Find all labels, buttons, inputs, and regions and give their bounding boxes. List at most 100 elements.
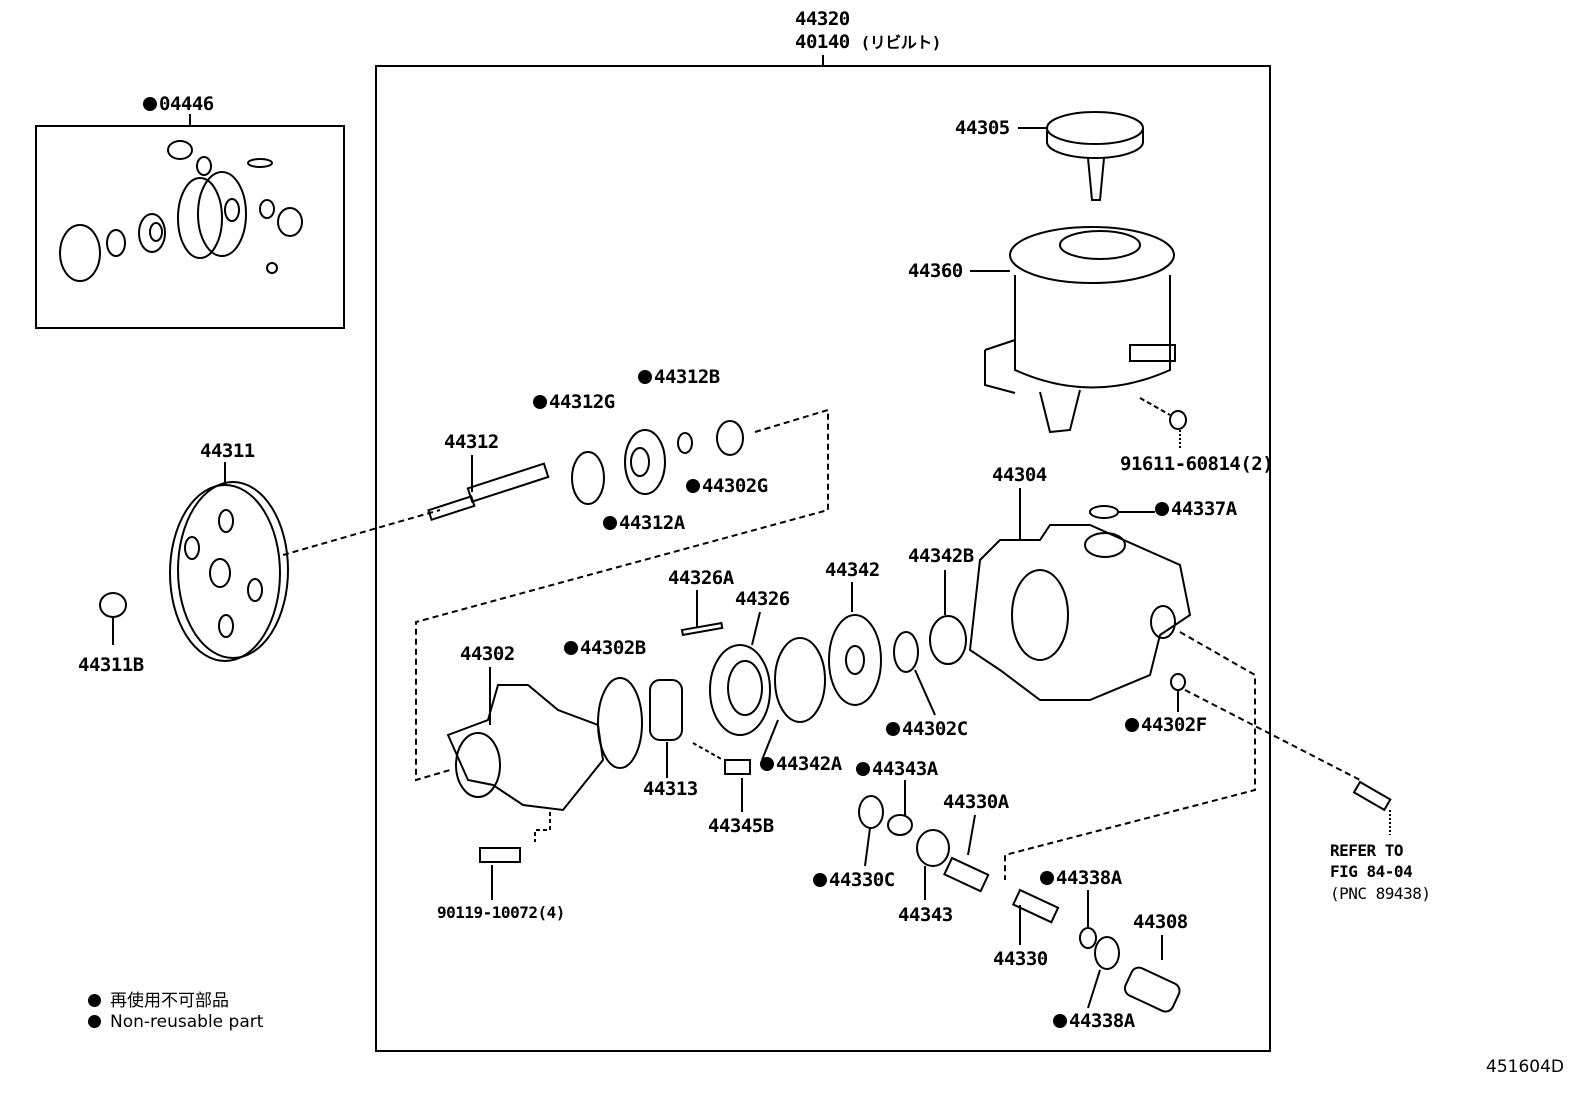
part-number: 44302G	[702, 475, 768, 497]
assembly-rebuilt[interactable]: 40140 (リビルト)	[795, 31, 941, 54]
part-label[interactable]: 44330C	[813, 869, 895, 891]
part-label[interactable]: 44312B	[638, 366, 720, 388]
part-label[interactable]: 44330	[993, 948, 1048, 970]
part-label[interactable]: 44305	[955, 117, 1010, 139]
snap-ring-44312G	[571, 451, 605, 505]
o-ring-44338A-1	[1079, 927, 1097, 949]
non-reusable-dot-icon	[533, 395, 547, 409]
non-reusable-dot-icon	[638, 370, 652, 384]
rebuilt-part-no: 40140	[795, 31, 850, 53]
assembly-part-no[interactable]: 44320	[795, 8, 850, 30]
reference-line-3[interactable]: (PNC 89438)	[1330, 884, 1431, 903]
part-label[interactable]: 44326	[735, 588, 790, 610]
o-ring-44338A-2	[1094, 936, 1120, 970]
part-label[interactable]: 44343A	[856, 758, 938, 780]
reference-line-2[interactable]: FIG 84-04	[1330, 862, 1413, 881]
part-number: 44330C	[829, 869, 895, 891]
part-number: 44337A	[1171, 498, 1237, 520]
non-reusable-dot-icon	[1040, 871, 1054, 885]
gasket-kit-parts	[59, 140, 303, 282]
part-label[interactable]: 44311B	[78, 654, 144, 676]
plug-44302F	[1170, 673, 1186, 691]
part-number: 44312G	[549, 391, 615, 413]
non-reusable-dot-icon	[760, 757, 774, 771]
part-label[interactable]: 44313	[643, 778, 698, 800]
pin-44326A	[680, 621, 724, 637]
plate-44342	[828, 614, 882, 706]
cam-ring-44326	[709, 644, 771, 736]
reservoir-cap-44305	[1018, 111, 1144, 201]
part-label[interactable]: 91611-60814(2)	[1120, 453, 1274, 475]
non-reusable-dot-icon	[143, 97, 157, 111]
bearing-44312A	[624, 429, 666, 495]
vane-44345B	[724, 759, 751, 775]
o-ring-44337A	[1089, 505, 1119, 519]
legend-jp-text: 再使用不可部品	[110, 991, 229, 1011]
valve-44343	[916, 829, 950, 867]
non-reusable-dot-icon	[1125, 718, 1139, 732]
part-number: 04446	[159, 93, 214, 115]
part-label[interactable]: 44304	[992, 464, 1047, 486]
part-label[interactable]: 44302B	[564, 637, 646, 659]
non-reusable-dot-icon	[603, 516, 617, 530]
spring-44330A	[943, 856, 990, 893]
non-reusable-dot-icon	[564, 641, 578, 655]
o-ring-44343A	[887, 814, 913, 836]
part-number: 44302B	[580, 637, 646, 659]
non-reusable-dot-icon	[856, 762, 870, 776]
part-label[interactable]: 44360	[908, 260, 963, 282]
non-reusable-dot-icon	[1155, 502, 1169, 516]
o-ring-44302B	[597, 677, 643, 769]
non-reusable-dot-icon	[88, 994, 101, 1007]
seal-44302G	[716, 420, 744, 456]
part-label[interactable]: 44342	[825, 559, 880, 581]
reservoir-44360	[970, 226, 1176, 434]
part-label[interactable]: 44337A	[1155, 498, 1237, 520]
union-44308	[1123, 966, 1181, 1013]
non-reusable-dot-icon	[686, 479, 700, 493]
non-reusable-dot-icon	[813, 873, 827, 887]
part-label[interactable]: 44342A	[760, 753, 842, 775]
non-reusable-dot-icon	[1053, 1014, 1067, 1028]
part-label[interactable]: 44302	[460, 643, 515, 665]
part-label[interactable]: 44326A	[668, 567, 734, 589]
part-number: 44343A	[872, 758, 938, 780]
part-label[interactable]: 44308	[1133, 911, 1188, 933]
part-label[interactable]: 90119-10072(4)	[437, 903, 565, 922]
part-label[interactable]: 44311	[200, 440, 255, 462]
housing-44304	[968, 488, 1192, 701]
part-label[interactable]: 04446	[143, 93, 214, 115]
legend-en-text: Non-reusable part	[110, 1012, 264, 1032]
part-label[interactable]: 44338A	[1040, 867, 1122, 889]
part-number: 44312A	[619, 512, 685, 534]
part-number: 44338A	[1056, 867, 1122, 889]
part-label[interactable]: 44345B	[708, 815, 774, 837]
part-label[interactable]: 44302G	[686, 475, 768, 497]
part-label[interactable]: 44302F	[1125, 714, 1207, 736]
part-label[interactable]: 44330A	[943, 791, 1009, 813]
part-number: 44302F	[1141, 714, 1207, 736]
bolt-90119	[479, 847, 521, 863]
part-label[interactable]: 44312A	[603, 512, 685, 534]
rebuilt-note: (リビルト)	[860, 33, 942, 52]
figure-code: 451604D	[1486, 1057, 1564, 1077]
part-label[interactable]: 44338A	[1053, 1010, 1135, 1032]
shaft-44312	[427, 455, 550, 522]
part-label[interactable]: 44302C	[886, 718, 968, 740]
part-label[interactable]: 44342B	[908, 545, 974, 567]
reference-line-1[interactable]: REFER TO	[1330, 841, 1404, 860]
front-housing-44302	[446, 667, 605, 812]
part-number: 44312B	[654, 366, 720, 388]
o-ring-44342A	[774, 637, 826, 723]
snap-ring-44330C	[858, 795, 884, 829]
valve-44330	[1011, 888, 1060, 924]
pulley-44311	[169, 462, 441, 662]
rotor-44313	[649, 679, 683, 741]
sensor-ref	[1352, 780, 1392, 812]
non-reusable-dot-icon	[88, 1015, 101, 1028]
part-label[interactable]: 44312G	[533, 391, 615, 413]
part-label[interactable]: 44343	[898, 904, 953, 926]
o-ring-44302C	[893, 631, 919, 673]
part-label[interactable]: 44312	[444, 431, 499, 453]
